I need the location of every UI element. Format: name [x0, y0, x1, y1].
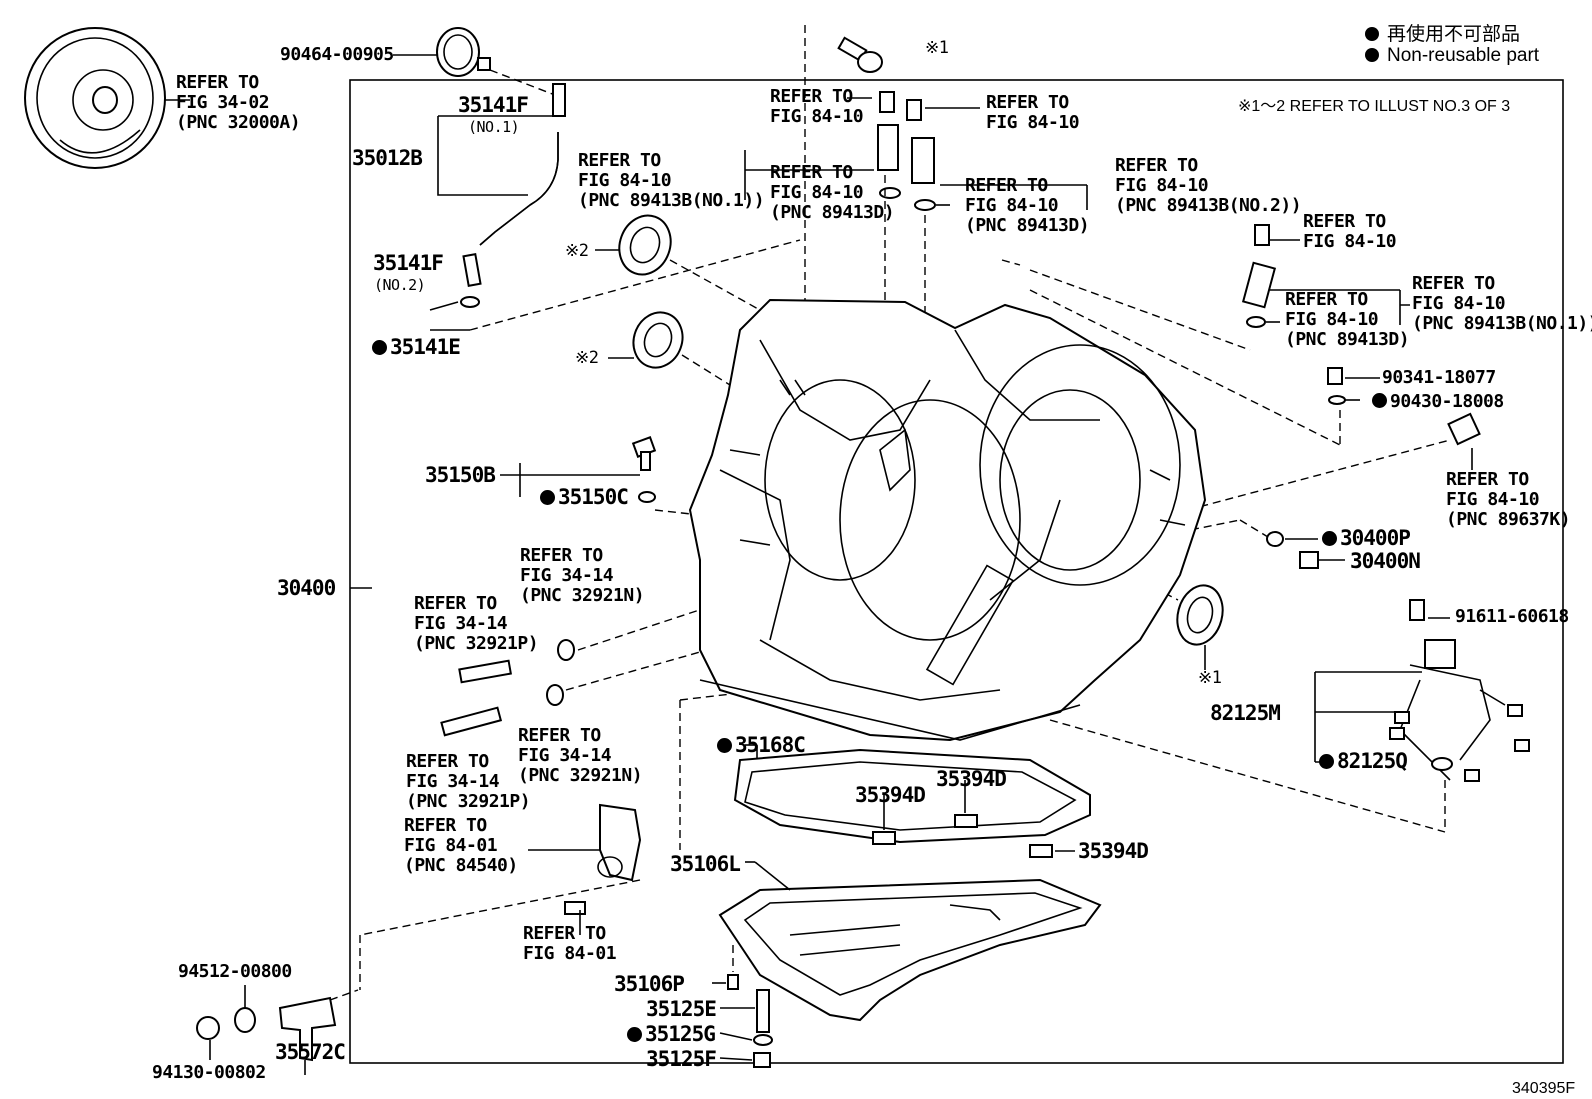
diagram-frame: [349, 79, 1564, 1064]
part-30400n[interactable]: 30400N: [1350, 549, 1421, 573]
part-35125f[interactable]: 35125F: [646, 1047, 717, 1071]
non-reusable-icon: [1322, 531, 1337, 546]
bullet-icon: [1365, 48, 1379, 62]
wire-harness-drawing: [1049, 599, 1530, 833]
part-35012b[interactable]: 35012B: [352, 146, 423, 170]
lever-parts-drawing: [196, 985, 359, 1075]
part-82125m[interactable]: 82125M: [1210, 701, 1281, 725]
part-30400p[interactable]: 30400P: [1322, 527, 1411, 549]
figure-id: 340395F: [1512, 1080, 1576, 1097]
clamp-90464-drawing: [393, 27, 556, 96]
non-reusable-icon: [717, 738, 732, 753]
part-35394d-b[interactable]: 35394D: [936, 767, 1007, 791]
plug-35150-drawing: [500, 436, 701, 516]
mark-2-b: ※2: [575, 348, 599, 368]
right-sensors-drawing: [1001, 224, 1481, 521]
legend-en: Non-reusable part: [1365, 45, 1539, 67]
part-35150c[interactable]: 35150C: [540, 486, 629, 508]
part-35141f-no1[interactable]: 35141F: [458, 93, 529, 117]
legend-jp: 再使用不可部品: [1365, 19, 1520, 46]
part-35168c[interactable]: 35168C: [717, 734, 806, 756]
part-35150b[interactable]: 35150B: [425, 463, 496, 487]
oil-pipes-drawing: [440, 589, 761, 737]
part-91611[interactable]: 91611-60618: [1455, 606, 1569, 627]
drain-plugs-drawing: [712, 945, 773, 1068]
gasket-drawing: [733, 744, 1091, 844]
mark-2-a: ※2: [565, 241, 589, 261]
part-35572c[interactable]: 35572C: [275, 1040, 346, 1064]
non-reusable-icon: [627, 1027, 642, 1042]
part-35141e[interactable]: 35141E: [372, 336, 461, 358]
part-82125q[interactable]: 82125Q: [1319, 750, 1408, 772]
part-35106l[interactable]: 35106L: [670, 852, 741, 876]
part-35141f-no1-sub: (NO.1): [468, 118, 520, 136]
part-94512[interactable]: 94512-00800: [178, 961, 292, 982]
illust-note: ※1～2 REFER TO ILLUST NO.3 OF 3: [1238, 98, 1511, 115]
part-35125e[interactable]: 35125E: [646, 997, 717, 1021]
part-90430[interactable]: 90430-18008: [1372, 392, 1504, 412]
torque-converter-drawing: [24, 27, 190, 169]
part-35125g[interactable]: 35125G: [627, 1023, 716, 1045]
transaxle-body-drawing: [688, 298, 1207, 742]
mark-1-top: ※1: [925, 38, 949, 58]
bullet-icon: [1365, 27, 1379, 41]
mark-1-seal: ※1: [1198, 668, 1222, 688]
part-35106p[interactable]: 35106P: [614, 972, 685, 996]
magnets-drawing: [872, 780, 1075, 858]
part-35394d-a[interactable]: 35394D: [855, 783, 926, 807]
oil-pan-drawing: [718, 861, 1102, 1022]
part-35141f-no2[interactable]: 35141F: [373, 251, 444, 275]
non-reusable-icon: [372, 340, 387, 355]
breather-hose-drawing: [429, 83, 801, 331]
non-reusable-icon: [540, 490, 555, 505]
part-94130[interactable]: 94130-00802: [152, 1062, 266, 1083]
part-35394d-c[interactable]: 35394D: [1078, 839, 1149, 863]
non-reusable-icon: [1372, 393, 1387, 408]
neutral-switch-drawing: [359, 689, 766, 990]
top-bolt-drawing: [804, 25, 883, 320]
part-90341[interactable]: 90341-18077: [1382, 367, 1496, 388]
non-reusable-icon: [1319, 754, 1334, 769]
part-90464[interactable]: 90464-00905: [280, 44, 394, 65]
part-35141f-no2-sub: (NO.2): [374, 276, 426, 294]
part-30400[interactable]: 30400: [277, 576, 336, 600]
seals-drawing: [595, 214, 1224, 670]
